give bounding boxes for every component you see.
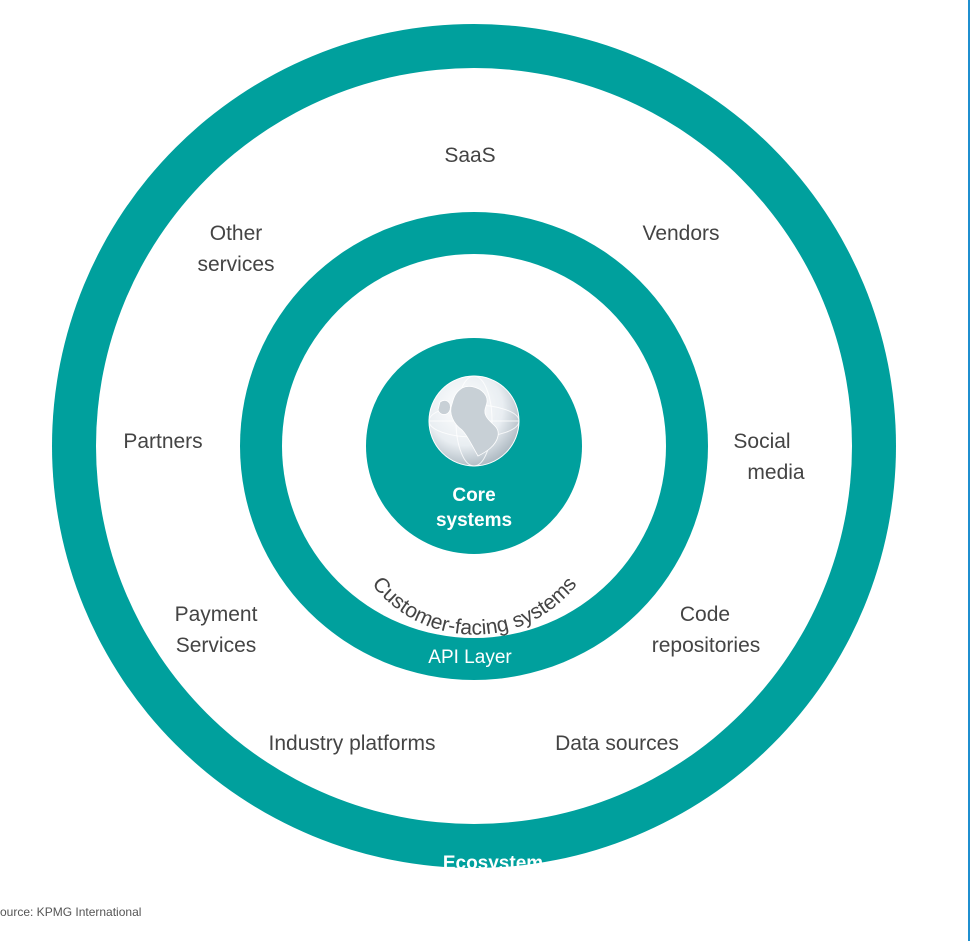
item-other-services-line1: Other (210, 222, 263, 245)
item-payment-services-line2: Services (176, 634, 257, 657)
item-partners: Partners (123, 430, 202, 453)
item-social-media-line2: media (747, 461, 805, 484)
item-code-repositories-line1: Code (680, 603, 730, 626)
item-saas: SaaS (444, 144, 495, 167)
item-other-services-line2: services (197, 253, 274, 276)
item-industry-platforms: Industry platforms (269, 732, 436, 755)
item-social-media-line1: Social (733, 430, 790, 453)
core-systems-label-line1: Core (452, 485, 495, 506)
item-payment-services-line1: Payment (175, 603, 258, 626)
core-systems-label-line2: systems (436, 510, 512, 531)
source-text: ource: KPMG International (0, 905, 142, 919)
ecosystem-label: Ecosystem (443, 853, 543, 874)
item-vendors: Vendors (642, 222, 719, 245)
source-note: ource: KPMG International (0, 905, 141, 919)
globe-icon (428, 375, 520, 467)
item-data-sources: Data sources (555, 732, 679, 755)
api-layer-label: API Layer (428, 647, 512, 668)
page-edge-rule (968, 0, 970, 941)
item-code-repositories-line2: repositories (652, 634, 761, 657)
